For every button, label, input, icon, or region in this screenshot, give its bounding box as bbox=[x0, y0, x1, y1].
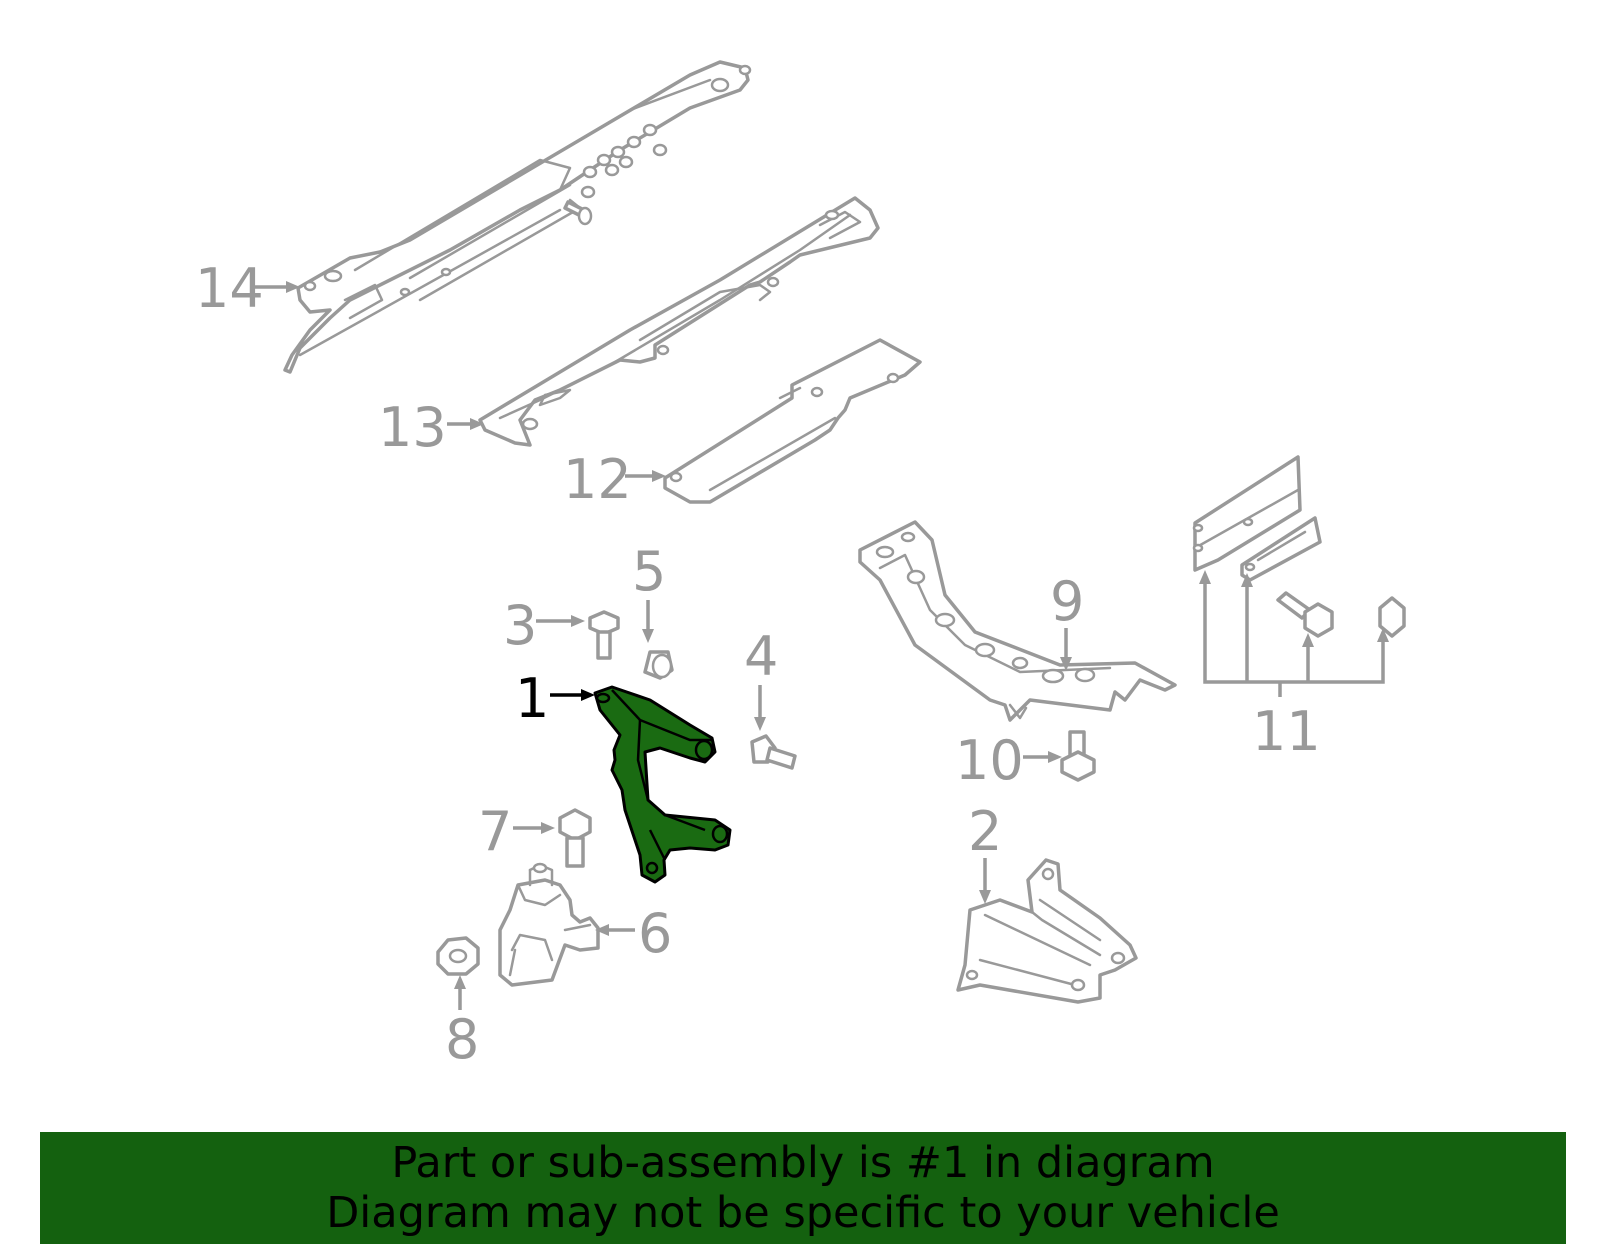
callout-4[interactable]: 4 bbox=[744, 625, 778, 688]
callout-7[interactable]: 7 bbox=[478, 800, 512, 863]
part-2-bracket[interactable] bbox=[956, 858, 1138, 1004]
leader-lines bbox=[252, 281, 1389, 1010]
callout-9[interactable]: 9 bbox=[1050, 570, 1084, 633]
callout-12[interactable]: 12 bbox=[563, 448, 632, 511]
part-11-bracket-kit[interactable] bbox=[1192, 455, 1406, 638]
callout-1[interactable]: 1 bbox=[515, 667, 549, 730]
part-6-engine-mount[interactable] bbox=[498, 862, 600, 987]
callout-5[interactable]: 5 bbox=[632, 540, 666, 603]
parts-diagram: 14 13 12 3 5 4 1 7 6 8 9 10 2 11 bbox=[195, 60, 1406, 1071]
part-14-crossmember[interactable] bbox=[283, 60, 752, 374]
callout-11[interactable]: 11 bbox=[1252, 700, 1321, 763]
callout-13[interactable]: 13 bbox=[378, 396, 447, 459]
part-12-plate[interactable] bbox=[663, 338, 922, 504]
part-4-bolt[interactable] bbox=[750, 734, 797, 770]
callout-8[interactable]: 8 bbox=[445, 1008, 479, 1071]
callout-10[interactable]: 10 bbox=[955, 729, 1024, 792]
part-13-rail[interactable] bbox=[478, 196, 880, 447]
part-8-nut[interactable] bbox=[436, 936, 480, 976]
part-9-bracket[interactable] bbox=[858, 520, 1177, 722]
callout-2[interactable]: 2 bbox=[968, 800, 1002, 863]
part-3-bolt[interactable] bbox=[588, 610, 620, 660]
part-5-bushing[interactable] bbox=[643, 650, 674, 680]
callout-14[interactable]: 14 bbox=[195, 257, 264, 320]
banner-line-2: Diagram may not be specific to your vehi… bbox=[326, 1188, 1280, 1238]
banner-line-1: Part or sub-assembly is #1 in diagram bbox=[391, 1138, 1215, 1188]
notice-banner: Part or sub-assembly is #1 in diagram Di… bbox=[40, 1132, 1566, 1244]
callout-3[interactable]: 3 bbox=[503, 594, 537, 657]
callout-6[interactable]: 6 bbox=[638, 902, 672, 965]
callout-labels: 14 13 12 3 5 4 1 7 6 8 9 10 2 11 bbox=[195, 257, 1321, 1071]
part-7-bolt[interactable] bbox=[558, 808, 592, 868]
part-10-bolt[interactable] bbox=[1060, 730, 1096, 782]
part-1-mount-bracket[interactable] bbox=[593, 685, 732, 884]
